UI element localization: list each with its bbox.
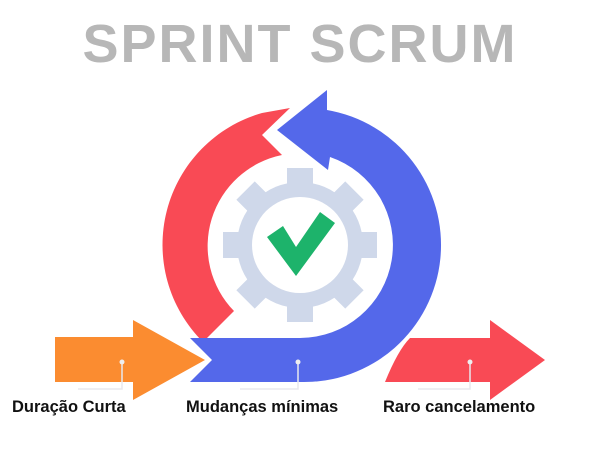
- red-arrow: [385, 320, 545, 400]
- label-rare-cancellation: Raro cancelamento: [383, 398, 536, 416]
- orange-arrow: [55, 320, 205, 400]
- label-pointers: [78, 362, 471, 390]
- page-title: SPRINT SCRUM: [82, 14, 518, 74]
- checkmark-icon: [267, 212, 335, 276]
- pointer-dot: [119, 359, 125, 365]
- label-short-duration: Duração Curta: [12, 398, 126, 416]
- pointer-line-cancel: [418, 362, 471, 390]
- label-minimal-changes: Mudanças mínimas: [186, 398, 339, 416]
- pointer-line-duration: [78, 362, 123, 390]
- red-cycle-arc: [162, 108, 290, 342]
- blue-cycle-arc: [190, 90, 442, 383]
- pointer-dot: [467, 359, 473, 365]
- pointer-line-changes: [240, 362, 299, 390]
- pointer-dot: [295, 359, 301, 365]
